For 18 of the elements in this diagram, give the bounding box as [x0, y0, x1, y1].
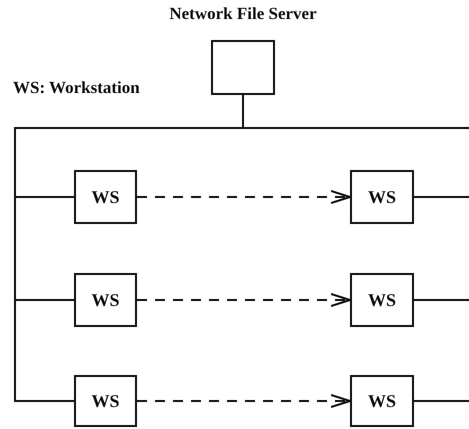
workstation-box	[350, 273, 414, 327]
workstation-box	[350, 375, 414, 427]
workstation-box	[350, 170, 414, 224]
node-label: WS	[368, 390, 396, 412]
workstation-box	[74, 273, 137, 327]
dashed-arrow	[137, 190, 351, 204]
node-label: WS	[368, 290, 396, 310]
legend-note: WS: Workstation	[13, 78, 140, 98]
workstation-box	[74, 170, 137, 224]
dashed-arrow	[137, 394, 351, 408]
workstation-box	[74, 375, 137, 427]
node-title: Network File Server	[169, 4, 317, 24]
node-label: WS	[91, 290, 120, 310]
server-box	[211, 40, 275, 95]
node-label: WS	[91, 390, 120, 412]
node-label: WS	[91, 186, 120, 208]
node-label: WS	[368, 186, 396, 208]
dashed-arrow	[137, 293, 351, 307]
